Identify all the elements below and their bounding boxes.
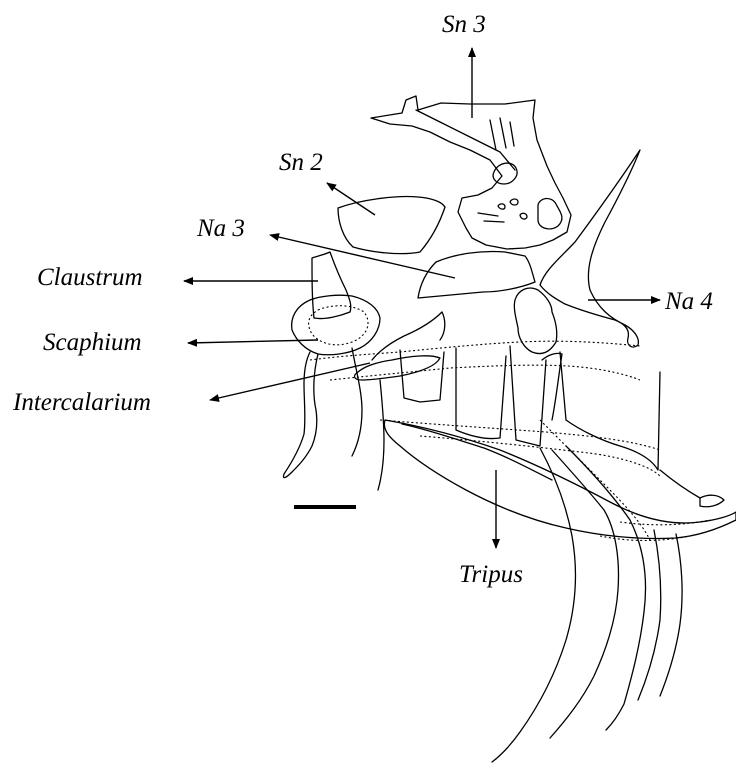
scaphium (283, 295, 380, 477)
label-tripus: Tripus (459, 561, 523, 588)
arrow-na3 (270, 235, 455, 278)
label-intercalarium: Intercalarium (12, 389, 151, 416)
label-sn3: Sn 3 (442, 11, 486, 38)
tripus (384, 420, 736, 762)
neural-arch-3 (418, 251, 535, 298)
label-sn2: Sn 2 (279, 149, 323, 176)
label-na4: Na 4 (664, 288, 713, 315)
supraneural-3 (371, 96, 571, 249)
label-scaphium: Scaphium (43, 329, 142, 356)
label-na3: Na 3 (196, 215, 245, 242)
supraneural-2 (338, 197, 445, 254)
vertebral-centra (310, 341, 660, 540)
arrow-sn2 (327, 183, 375, 215)
label-claustrum: Claustrum (37, 264, 143, 291)
arrow-intercalarium (210, 363, 370, 400)
neural-arch-4 (514, 150, 640, 354)
claustrum (312, 252, 351, 319)
